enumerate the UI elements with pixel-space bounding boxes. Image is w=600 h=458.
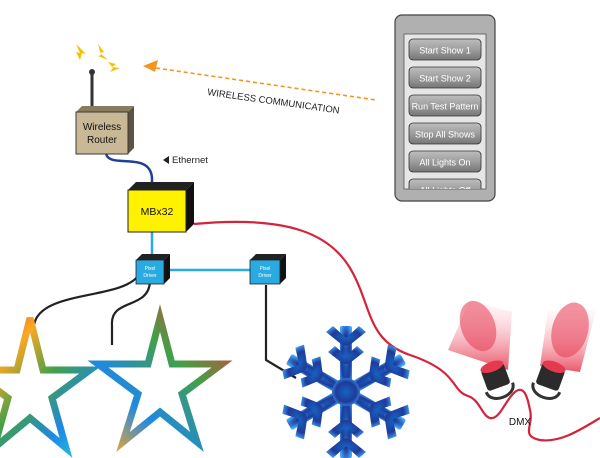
- run-test-pattern-button[interactable]: Run Test Pattern: [408, 94, 482, 117]
- dmx-spotlight-right: [531, 302, 596, 400]
- all-lights-off-button[interactable]: All Lights Off: [408, 178, 482, 200]
- button-label: All Lights On: [419, 158, 470, 168]
- router-box: [75, 111, 129, 155]
- button-label: Stop All Shows: [415, 130, 476, 140]
- dmx-cable: [193, 220, 600, 442]
- button-label: Start Show 1: [419, 46, 471, 56]
- phone-remote: Start Show 1 Start Show 2 Run Test Patte…: [394, 14, 496, 202]
- stop-all-shows-button[interactable]: Stop All Shows: [408, 122, 482, 145]
- ethernet-arrow-icon: [163, 156, 169, 164]
- controller-label: MBx32: [141, 206, 174, 218]
- router-label-line1: Wireless: [83, 122, 121, 133]
- all-lights-on-button[interactable]: All Lights On: [408, 150, 482, 173]
- pixel-driver-label-line2: Driver: [143, 273, 157, 279]
- dmx-spotlight-left: [448, 300, 515, 400]
- pixel-driver-label-line2: Driver: [258, 273, 272, 279]
- pixel-driver-label-line1: Pixel: [260, 266, 271, 272]
- mbx32-controller: MBx32: [127, 182, 194, 233]
- router-label-line2: Router: [87, 135, 118, 146]
- star1-lead-cable: [32, 275, 139, 342]
- start-show-1-button[interactable]: Start Show 1: [408, 38, 482, 61]
- button-label: Run Test Pattern: [412, 102, 479, 112]
- button-label: Start Show 2: [419, 74, 471, 84]
- ethernet-label: Ethernet: [172, 155, 208, 166]
- wireless-router: Wireless Router: [75, 44, 134, 155]
- pixel-driver-2: Pixel Driver: [249, 254, 286, 285]
- pixel-star-1: [0, 317, 101, 458]
- pixel-driver-label-line1: Pixel: [145, 266, 156, 272]
- star2-lead-cable: [110, 281, 152, 345]
- wireless-communication-arrow: [143, 60, 377, 101]
- arrowhead-icon: [143, 60, 158, 72]
- signal-bolt-icon: [76, 44, 86, 60]
- pixel-star-2: [87, 304, 233, 453]
- signal-bolt-icon: [108, 62, 120, 72]
- pixel-driver-1: Pixel Driver: [135, 254, 170, 285]
- pixel-snowflake: [278, 326, 414, 458]
- start-show-2-button[interactable]: Start Show 2: [408, 66, 482, 89]
- wireless-communication-label: WIRELESS COMMUNICATION: [207, 87, 341, 116]
- ethernet-cable: [104, 152, 154, 186]
- signal-bolt-icon: [98, 44, 108, 60]
- dmx-label: DMX: [509, 417, 532, 428]
- button-label: All Lights Off: [420, 186, 471, 196]
